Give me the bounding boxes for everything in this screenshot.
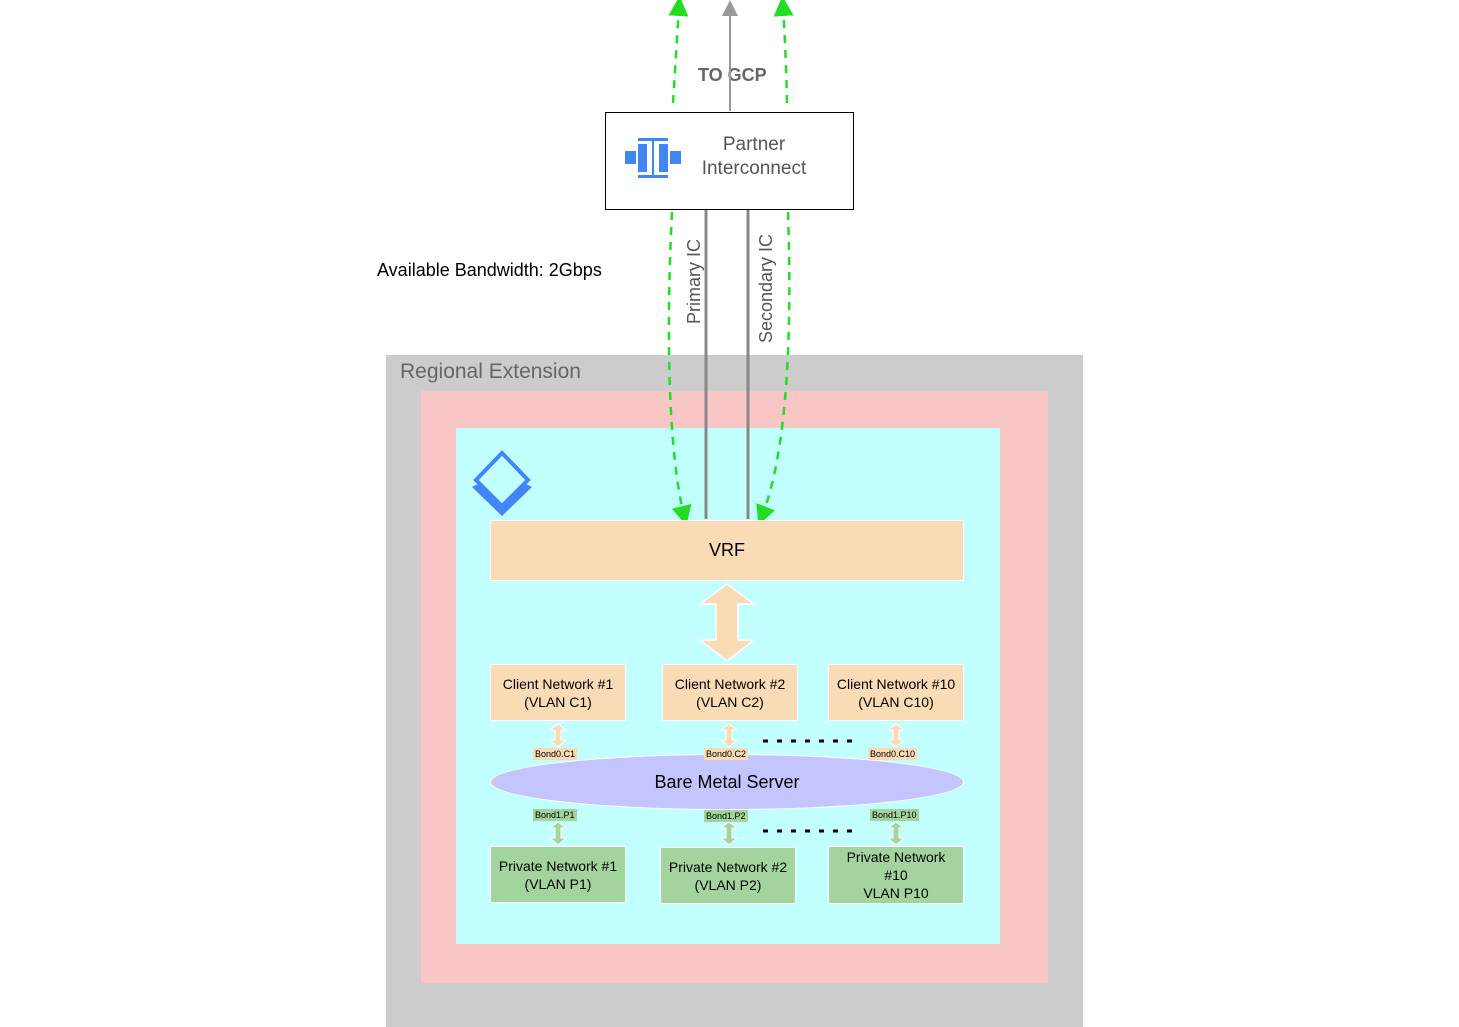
private-network-1-name: Private Network #1 <box>498 857 618 874</box>
private-bond-arrows <box>548 821 906 846</box>
partner-interconnect-label: Partner Interconnect <box>684 133 824 181</box>
layers-icon <box>472 450 532 516</box>
client-bond-arrows <box>548 723 906 748</box>
primary-ic-label: Primary IC <box>684 239 704 324</box>
partner-label-line2: Interconnect <box>701 158 807 179</box>
private-network-10: Private Network #10 VLAN P10 <box>828 846 964 904</box>
client-network-2-vlan: (VLAN C2) <box>696 693 764 710</box>
private-network-1: Private Network #1 (VLAN P1) <box>490 846 626 903</box>
client-network-2-name: Client Network #2 <box>674 675 786 692</box>
private-network-2-name: Private Network #2 <box>668 858 788 875</box>
partner-label-line1: Partner <box>722 134 786 155</box>
private-network-10-vlan: VLAN P10 <box>863 885 929 901</box>
secondary-ic-label: Secondary IC <box>756 233 776 343</box>
private-network-2-vlan: (VLAN P2) <box>694 876 762 893</box>
client-network-10-vlan: (VLAN C10) <box>858 693 934 710</box>
bare-metal-server: Bare Metal Server <box>490 754 964 810</box>
bandwidth-label: Available Bandwidth: 2Gbps <box>377 260 602 280</box>
primary-traffic-down-arrow <box>667 211 692 526</box>
bond-c1: Bond0.C1 <box>533 748 578 760</box>
bond-c2: Bond0.C2 <box>704 748 749 760</box>
private-network-10-name: Private Network <box>846 849 946 865</box>
to-gcp-label: TO GCP <box>698 65 767 85</box>
secondary-traffic-up-arrow <box>773 0 794 104</box>
vrf-box: VRF <box>490 520 964 581</box>
bond-p2: Bond1.P2 <box>704 810 748 822</box>
private-network-1-vlan: (VLAN P1) <box>524 875 592 892</box>
client-network-10-name: Client Network #10 <box>836 675 956 692</box>
bond-p1: Bond1.P1 <box>533 809 577 821</box>
interconnect-icon <box>625 138 681 178</box>
primary-traffic-up-arrow <box>668 0 689 104</box>
secondary-traffic-down-arrow <box>756 211 791 526</box>
private-network-2: Private Network #2 (VLAN P2) <box>660 847 796 904</box>
client-network-10: Client Network #10 (VLAN C10) <box>828 664 964 721</box>
client-network-2: Client Network #2 (VLAN C2) <box>662 664 798 721</box>
client-network-1-vlan: (VLAN C1) <box>524 693 592 710</box>
client-network-1-name: Client Network #1 <box>502 675 614 692</box>
bond-c10: Bond0.C10 <box>868 748 918 760</box>
vrf-client-double-arrow <box>697 583 757 662</box>
region-title: Regional Extension <box>400 360 581 383</box>
client-network-1: Client Network #1 (VLAN C1) <box>490 664 626 721</box>
bond-p10: Bond1.P10 <box>870 809 919 821</box>
private-network-10-number: #10 <box>884 867 908 883</box>
